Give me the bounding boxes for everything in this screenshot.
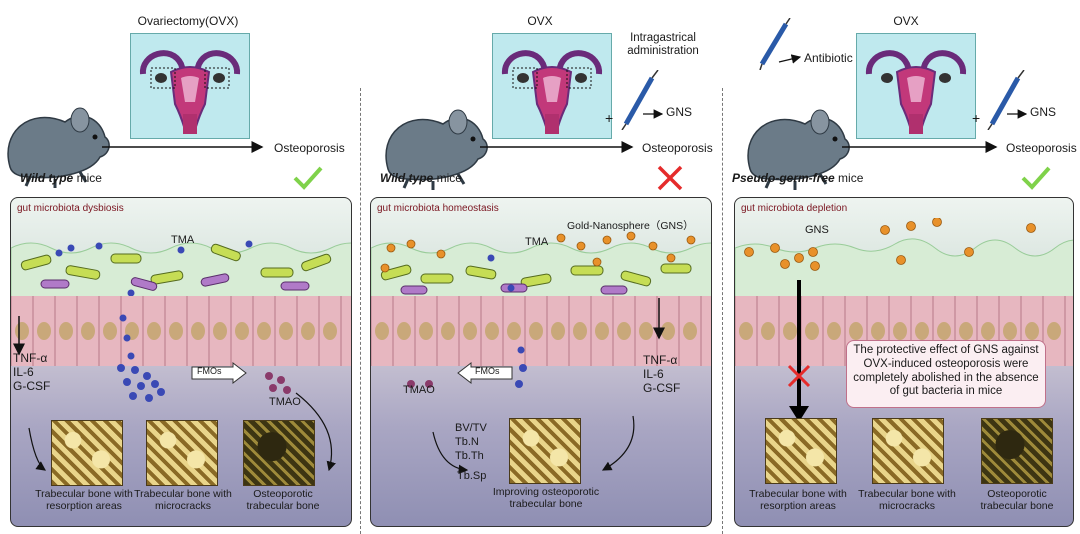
panel2-plus: + bbox=[605, 110, 614, 126]
panel1-check-icon bbox=[293, 166, 323, 190]
panel2-cytokine-2: IL-6 bbox=[643, 367, 664, 381]
panel3-main-arrow bbox=[842, 141, 998, 153]
panel2-gold-label: Gold-Nanosphere（GNS） bbox=[567, 220, 694, 232]
panel3-antibiotic-label: Antibiotic bbox=[804, 51, 853, 65]
panel2-gut-illustration bbox=[371, 231, 711, 475]
panel1-bone-image-2 bbox=[146, 420, 218, 486]
panel2-box: gut microbiota homeostasis bbox=[370, 197, 712, 527]
panel2-osteoporosis-label: Osteoporosis bbox=[642, 141, 713, 155]
panel1-box-label: gut microbiota dysbiosis bbox=[17, 203, 124, 214]
panel2-main-arrow bbox=[480, 141, 634, 153]
panel3-gns-box-label: GNS bbox=[805, 224, 829, 236]
divider-2 bbox=[722, 88, 723, 534]
divider-1 bbox=[360, 88, 361, 534]
panel1-tma-label: TMA bbox=[171, 234, 195, 246]
panel1-mouse-label: Wild type mice bbox=[20, 171, 102, 185]
panel1-bone-image-3 bbox=[243, 420, 315, 486]
panel1-bone-image-1 bbox=[51, 420, 123, 486]
panel1-gut-illustration bbox=[11, 240, 351, 472]
panel3-gns-label: GNS bbox=[1030, 105, 1057, 119]
panel1-ovx-title: Ovariectomy(OVX) bbox=[137, 14, 239, 28]
panel3-antibiotic-arrow bbox=[778, 54, 802, 64]
panel2-fmos-arrow bbox=[457, 362, 513, 384]
panel2-tmao-label: TMAO bbox=[403, 384, 435, 396]
panel1-bone-caption-1: Trabecular bone with resorption areas bbox=[35, 488, 133, 513]
panel2-gns-arrow bbox=[643, 109, 664, 119]
panel2-index-2: Tb.N bbox=[455, 436, 479, 448]
panel2-fmos-label: FMOs bbox=[475, 366, 500, 376]
panel1-bone-caption-2: Trabecular bone with microcracks bbox=[134, 488, 232, 513]
panel3-uterus-image bbox=[856, 33, 976, 139]
panel1-osteoporosis-label: Osteoporosis bbox=[274, 141, 345, 155]
panel2-cytokine-1: TNF-α bbox=[643, 353, 678, 367]
panel3-ovx-title: OVX bbox=[893, 14, 919, 28]
panel3-bone-image-3 bbox=[981, 418, 1053, 484]
panel2-index-1: BV/TV bbox=[455, 422, 487, 434]
panel1-box: gut microbiota dysbiosis bbox=[10, 197, 352, 527]
panel2-index-4: Tb.Sp bbox=[457, 470, 487, 482]
panel3-bone-caption-3: Osteoporotic trabecular bone bbox=[980, 488, 1054, 513]
panel2-bone-image bbox=[509, 418, 581, 484]
panel2-ovx-title: OVX bbox=[527, 14, 553, 28]
panel3-bone-image-2 bbox=[872, 418, 944, 484]
panel3-bone-caption-1: Trabecular bone with resorption areas bbox=[749, 488, 847, 513]
panel3-bone-image-1 bbox=[765, 418, 837, 484]
panel2-gns-label: GNS bbox=[666, 105, 693, 119]
panel3-plus: + bbox=[972, 110, 981, 126]
panel3-check-icon bbox=[1021, 166, 1051, 190]
panel2-mouse-label: Wild type mice bbox=[380, 171, 462, 185]
panel2-bone-caption: Improving osteoporotic trabecular bone bbox=[492, 486, 600, 511]
panel1-cytokine-3: G-CSF bbox=[13, 379, 51, 393]
panel2-tma-label: TMA bbox=[525, 236, 549, 248]
panel2-admin-label: Intragastrical administration bbox=[627, 32, 699, 58]
panel1-bone-caption-3: Osteoporotic trabecular bone bbox=[246, 488, 320, 513]
panel3-callout: The protective effect of GNS against OVX… bbox=[846, 340, 1046, 408]
panel2-box-label: gut microbiota homeostasis bbox=[377, 203, 499, 214]
panel3-gns-arrow bbox=[1007, 109, 1028, 119]
panel3-box-label: gut microbiota depletion bbox=[741, 203, 848, 214]
panel2-syringe-icon bbox=[621, 70, 659, 130]
panel1-cytokine-1: TNF-α bbox=[13, 351, 48, 365]
panel2-uterus-image bbox=[492, 33, 612, 139]
panel1-fmos-label: FMOs bbox=[197, 366, 222, 376]
panel3-syringe-icon bbox=[759, 18, 791, 70]
panel1-uterus-image bbox=[130, 33, 250, 139]
panel2-index-3: Tb.Th bbox=[455, 450, 484, 462]
panel1-cytokine-2: IL-6 bbox=[13, 365, 34, 379]
panel1-fmos-arrow bbox=[191, 362, 247, 384]
panel3-mouse-label: Pseudo-germ-free mice bbox=[732, 171, 864, 185]
panel1-tmao-label: TMAO bbox=[269, 396, 301, 408]
panel2-cytokine-3: G-CSF bbox=[643, 381, 681, 395]
panel3-osteoporosis-label: Osteoporosis bbox=[1006, 141, 1077, 155]
panel2-cross-icon bbox=[657, 165, 683, 191]
panel1-main-arrow bbox=[102, 141, 264, 153]
panel3-bone-caption-2: Trabecular bone with microcracks bbox=[858, 488, 956, 513]
panel3-gns-syringe-icon bbox=[987, 70, 1025, 130]
